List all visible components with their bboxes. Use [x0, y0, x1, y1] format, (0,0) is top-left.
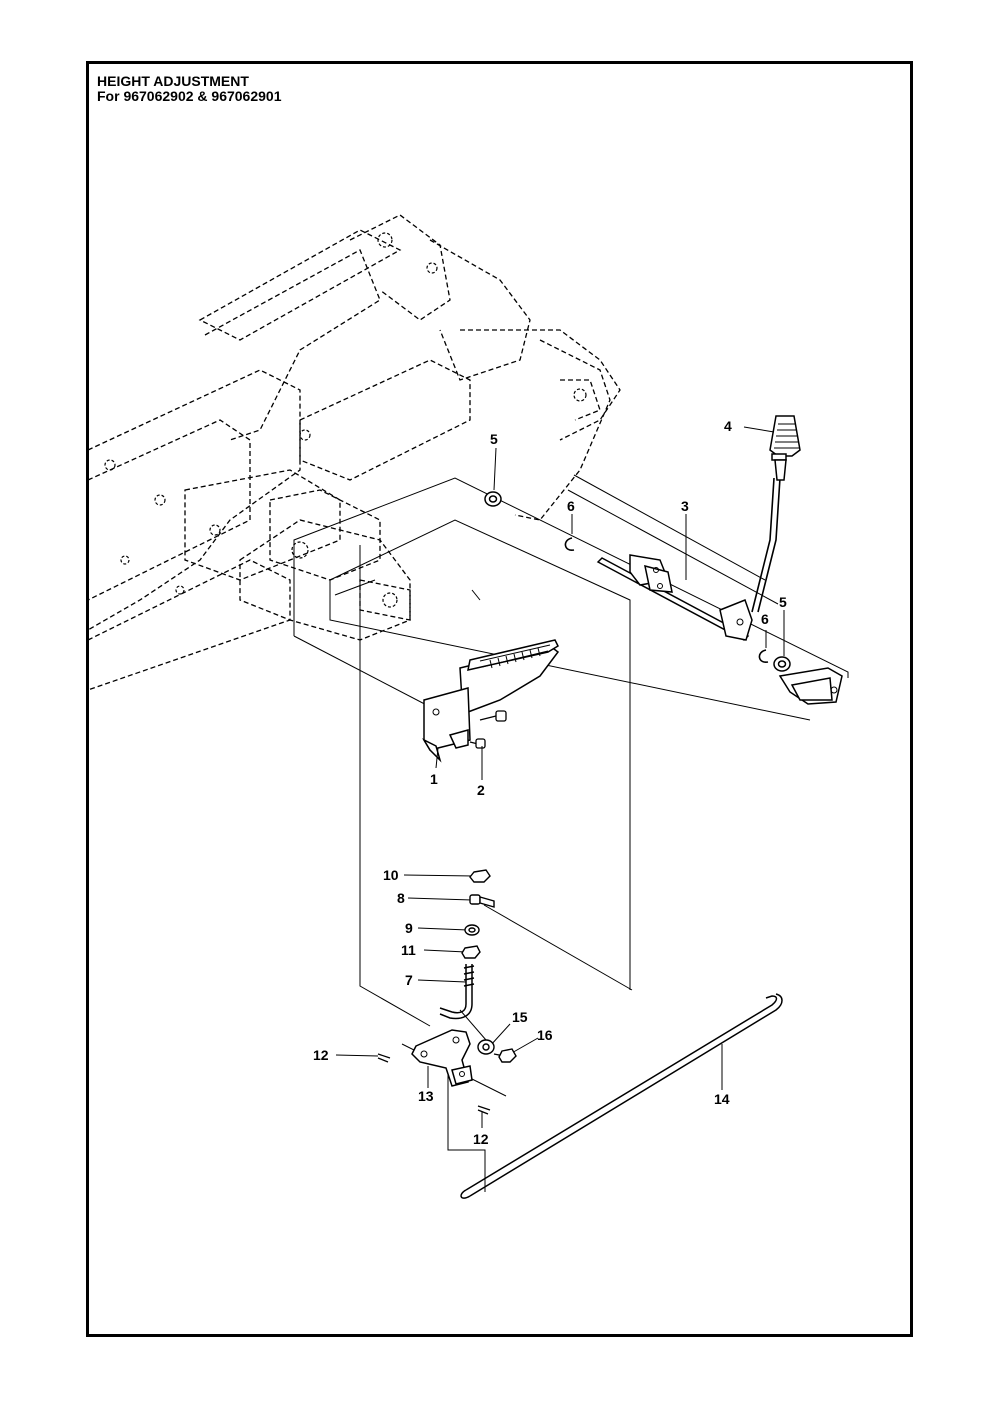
callout-4: 4 [724, 418, 732, 434]
part-7-rod [439, 964, 475, 1020]
part-3-lift-shaft-details [653, 567, 838, 694]
part-14-rod [460, 993, 783, 1199]
part-11-nut [461, 945, 481, 959]
callout-6b: 6 [761, 611, 769, 627]
callout-13: 13 [418, 1088, 434, 1104]
part-4-lever [751, 477, 781, 613]
part-1-slots [432, 644, 551, 716]
callout-7: 7 [405, 972, 413, 988]
part-8-pin [469, 894, 495, 908]
callout-16: 16 [537, 1027, 553, 1043]
part-4-knob-grip [774, 423, 799, 449]
part-16-bolt [493, 1048, 517, 1063]
callout-14: 14 [714, 1091, 730, 1107]
part-13-bell-crank [411, 1029, 473, 1087]
part-15-washer [477, 1039, 495, 1055]
tractor-frame-outline [87, 214, 621, 691]
callout-5a: 5 [490, 431, 498, 447]
callout-11: 11 [401, 942, 416, 958]
page-title-block: HEIGHT ADJUSTMENT For 967062902 & 967062… [97, 74, 281, 104]
callout-6a: 6 [567, 498, 575, 514]
callout-9: 9 [405, 920, 413, 936]
part-9-washer [464, 924, 480, 936]
page-title: HEIGHT ADJUSTMENT [97, 73, 249, 89]
callout-5b: 5 [779, 594, 787, 610]
callout-15: 15 [512, 1009, 528, 1025]
callout-1: 1 [430, 771, 438, 787]
part-5-bushings [484, 491, 791, 672]
callout-2: 2 [477, 782, 485, 798]
part-10-locknut [469, 869, 491, 883]
callout-3: 3 [681, 498, 689, 514]
part-12-cotter-pins [377, 1053, 491, 1115]
page-border [86, 61, 913, 1337]
callout-8: 8 [397, 890, 405, 906]
part-2-bolts [469, 710, 507, 749]
part-13-holes [420, 1036, 465, 1077]
frame-holes [104, 232, 587, 608]
callout-leaders [335, 426, 785, 1128]
assembly-lines [293, 474, 849, 1192]
callout-12b: 12 [473, 1131, 489, 1147]
page-subtitle: For 967062902 & 967062901 [97, 88, 282, 104]
part-3-lift-shaft [596, 554, 843, 705]
callout-12a: 12 [313, 1047, 329, 1063]
callout-10: 10 [383, 867, 399, 883]
part-6-clips [564, 537, 769, 663]
